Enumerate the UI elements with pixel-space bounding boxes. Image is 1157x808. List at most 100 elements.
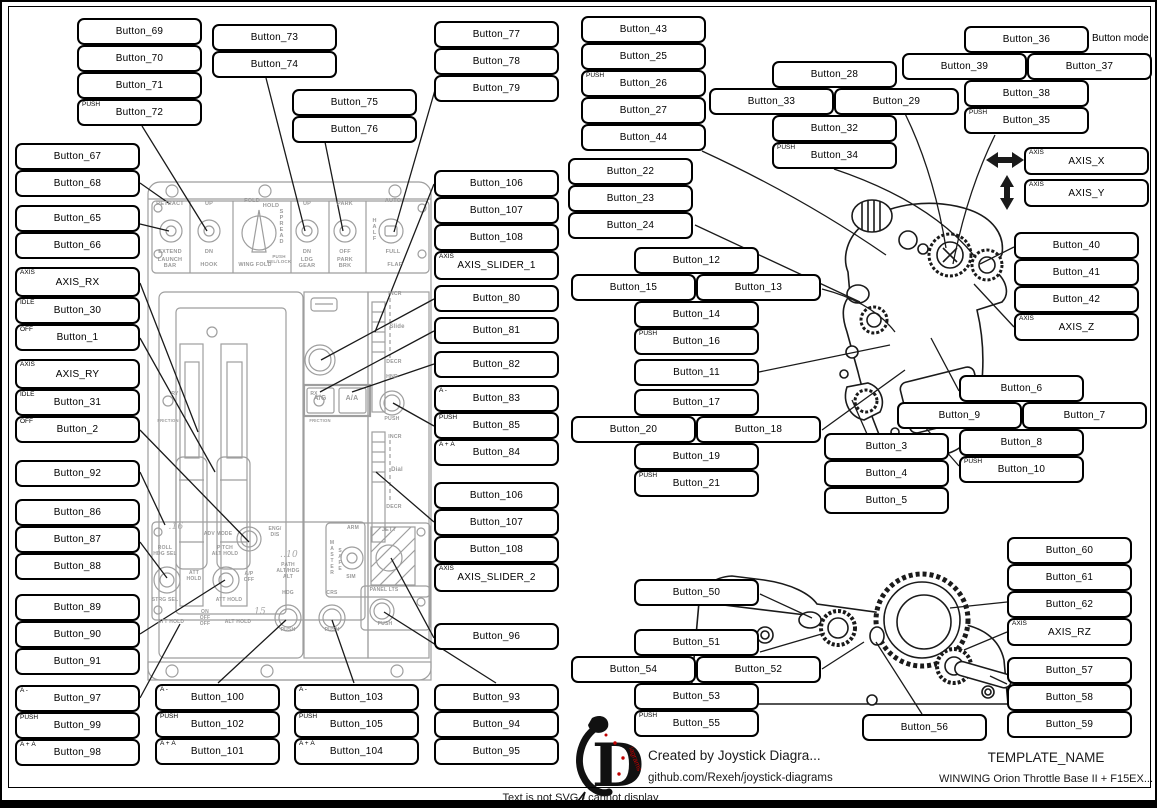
device-label: EXTEND bbox=[158, 249, 182, 255]
callout-label: Button_29 bbox=[872, 96, 921, 107]
device-label: SAFE bbox=[337, 548, 343, 572]
device-label: ARM bbox=[347, 525, 359, 531]
device-label: MASTER bbox=[329, 540, 335, 576]
callout-label: Button_37 bbox=[1065, 61, 1114, 72]
callout-label: Button_66 bbox=[53, 240, 102, 251]
callout-button_73: Button_73 bbox=[212, 24, 337, 51]
callout-tag: OFF bbox=[20, 326, 33, 333]
callout-label: Button_101 bbox=[190, 746, 245, 757]
device-label: HOOK bbox=[200, 262, 218, 268]
callout-button_90: Button_90 bbox=[15, 621, 140, 648]
callout-button_61: Button_61 bbox=[1007, 564, 1132, 591]
callout-label: AXIS_X bbox=[1068, 155, 1105, 167]
device-label: ON OFF OFF bbox=[199, 609, 211, 627]
callout-button_5: Button_5 bbox=[824, 487, 949, 514]
callout-button_44: Button_44 bbox=[581, 124, 706, 151]
callout-tag: A + Ā bbox=[160, 740, 176, 747]
callout-button_86: Button_86 bbox=[15, 499, 140, 526]
callout-tag: PUSH bbox=[299, 713, 318, 720]
callout-tag: PUSH bbox=[20, 714, 39, 721]
callout-label: Button_104 bbox=[329, 746, 384, 757]
callout-label: Button_107 bbox=[469, 517, 524, 528]
callout-button_88: Button_88 bbox=[15, 553, 140, 580]
callout-label: Button_20 bbox=[609, 424, 658, 435]
callout-button_100: A -Button_100 bbox=[155, 684, 280, 711]
device-label: DN bbox=[204, 249, 214, 255]
device-label: ..10 bbox=[280, 550, 298, 560]
callout-button_101: A + Ā Button_101 bbox=[155, 738, 280, 765]
callout-label: Button_107 bbox=[469, 205, 524, 216]
device-label: HDG bbox=[282, 590, 294, 596]
device-label: ALT HOLD bbox=[224, 619, 252, 625]
callout-label: Button_16 bbox=[672, 336, 721, 347]
callout-button_91: Button_91 bbox=[15, 648, 140, 675]
callout-label: Button_22 bbox=[606, 166, 655, 177]
callout-tag: AXIS bbox=[439, 253, 454, 260]
callout-label: AXIS_SLIDER_2 bbox=[457, 572, 536, 583]
callout-button_9: Button_9 bbox=[897, 402, 1022, 429]
device-label: FOLD bbox=[244, 198, 260, 204]
callout-button_92: Button_92 bbox=[15, 460, 140, 487]
callout-label: AXIS_RY bbox=[55, 368, 100, 380]
callout-button_106: Button_106 bbox=[434, 170, 559, 197]
callout-button_37: Button_37 bbox=[1027, 53, 1152, 80]
callout-button_6: Button_6 bbox=[959, 375, 1084, 402]
device-label: HOLD bbox=[262, 203, 280, 209]
callout-button_8: Button_8 bbox=[959, 429, 1084, 456]
callout-label: Button_67 bbox=[53, 151, 102, 162]
callout-label: Button_92 bbox=[53, 468, 102, 479]
callout-label: Button_9 bbox=[938, 410, 981, 421]
callout-button_50: Button_50 bbox=[634, 579, 759, 606]
callout-label: Button_41 bbox=[1052, 267, 1101, 278]
bottom-border-bar bbox=[2, 800, 1155, 806]
callout-label: Button_60 bbox=[1045, 545, 1094, 556]
callout-label: Button_79 bbox=[472, 83, 521, 94]
callout-label: Button_11 bbox=[673, 367, 720, 378]
callout-label: Button_38 bbox=[1002, 88, 1051, 99]
credit-line: Created by Joystick Diagra... bbox=[648, 748, 821, 763]
callout-tag: AXIS bbox=[1012, 620, 1027, 627]
callout-label: AXIS_RZ bbox=[1047, 626, 1092, 638]
callout-label: AXIS_Y bbox=[1068, 187, 1105, 199]
device-label: JETT bbox=[381, 527, 397, 533]
callout-button_106: Button_106 bbox=[434, 482, 559, 509]
credit-url: github.com/Rexeh/joystick-diagrams bbox=[648, 772, 833, 784]
device-label: PUSH bbox=[377, 621, 393, 627]
callout-button_11: Button_11 bbox=[634, 359, 759, 386]
callout-tag: PUSH bbox=[639, 330, 658, 337]
callout-button_28: Button_28 bbox=[772, 61, 897, 88]
callout-label: Button_42 bbox=[1052, 294, 1101, 305]
callout-label: Button_36 bbox=[1002, 34, 1051, 45]
template-name-label: TEMPLATE_NAME bbox=[987, 750, 1105, 765]
callout-label: Button_17 bbox=[672, 397, 721, 408]
callout-label: AXIS_RX bbox=[55, 276, 100, 288]
callout-tag: PUSH bbox=[439, 414, 458, 421]
callout-button_97: A -Button_97 bbox=[15, 685, 140, 712]
callout-label: Button_40 bbox=[1052, 240, 1101, 251]
device-label: INCR bbox=[388, 434, 402, 440]
device-label: DECR bbox=[386, 504, 402, 510]
callout-label: Button_52 bbox=[734, 664, 783, 675]
callout-tag: A - bbox=[299, 686, 307, 693]
device-label: SPREAD bbox=[278, 209, 285, 245]
callout-label: Button_96 bbox=[472, 631, 521, 642]
callout-label: Button_43 bbox=[619, 24, 668, 35]
callout-button_65: Button_65 bbox=[15, 205, 140, 232]
callout-tag: PUSH bbox=[586, 72, 605, 79]
callout-label: Button_35 bbox=[1002, 115, 1051, 126]
callout-label: Button_91 bbox=[53, 656, 102, 667]
callout-label: Button_89 bbox=[53, 602, 102, 613]
device-label: FLAP bbox=[387, 262, 403, 268]
device-label: Dial bbox=[391, 467, 403, 473]
callout-label: Button_13 bbox=[734, 282, 783, 293]
device-label: PATH ALT/HDG ALT bbox=[276, 562, 300, 580]
callout-button_77: Button_77 bbox=[434, 21, 559, 48]
